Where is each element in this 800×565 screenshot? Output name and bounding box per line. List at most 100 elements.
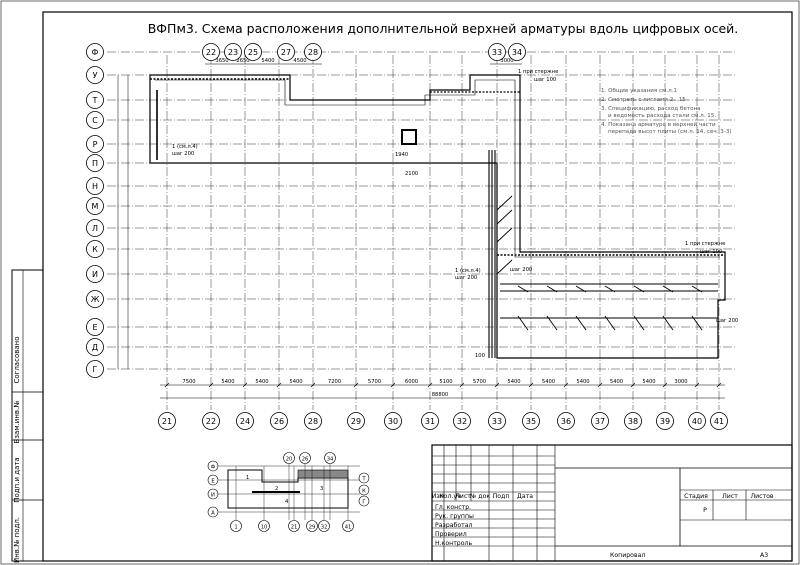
rebar-segment bbox=[691, 285, 703, 293]
drawing-title: ВФПм3. Схема расположения дополнительной… bbox=[148, 21, 739, 36]
axis-label-left: Ж bbox=[91, 295, 100, 304]
axis-bubble-top bbox=[508, 43, 526, 61]
axis-bubble-bottom bbox=[158, 412, 176, 430]
title-block-role: Н.контроль bbox=[435, 540, 472, 547]
keyplan-label: Е bbox=[211, 479, 214, 485]
sidebar-frame bbox=[11, 269, 44, 562]
axis-bubble-left bbox=[86, 360, 104, 378]
axis-bubble-left bbox=[86, 91, 104, 109]
keyplan-bubble bbox=[207, 506, 219, 518]
axis-bubble-bottom bbox=[202, 412, 220, 430]
copy-label: Копировал bbox=[610, 552, 645, 559]
axis-label-bottom: 35 bbox=[526, 417, 536, 426]
keyplan-label: А bbox=[211, 511, 215, 517]
callout-text: 1 (см.л.4) bbox=[455, 268, 481, 274]
top-dimension-text: 4500 bbox=[293, 58, 306, 64]
rebar-segment bbox=[496, 227, 513, 243]
callout-text: шаг 100 bbox=[534, 77, 556, 83]
bottom-dimension-text: 7500 bbox=[182, 379, 195, 385]
dimension-tick bbox=[630, 382, 636, 388]
axis-bubble-top bbox=[244, 43, 262, 61]
keyplan-region: 4 bbox=[285, 499, 289, 505]
axis-bubble-bottom bbox=[384, 412, 402, 430]
axis-label-bottom: 22 bbox=[206, 417, 216, 426]
keyplan-region: 2 bbox=[275, 486, 278, 492]
bottom-dimension-text: 5400 bbox=[289, 379, 302, 385]
dimension-tick bbox=[353, 382, 359, 388]
column-opening bbox=[401, 129, 417, 145]
axis-label-left: С bbox=[92, 116, 98, 125]
bottom-dimension-text: 5400 bbox=[576, 379, 589, 385]
axis-bubble-top bbox=[304, 43, 322, 61]
keyplan-region: 3 bbox=[320, 486, 323, 492]
axis-label-left: Н bbox=[92, 182, 98, 191]
axis-bubble-left bbox=[86, 66, 104, 84]
note-line: 3. Спецификацию, расход бетона bbox=[601, 106, 701, 112]
axis-label-bottom: 21 bbox=[162, 417, 172, 426]
keyplan-label: Ф bbox=[211, 465, 216, 471]
axis-label-left: Л bbox=[92, 224, 98, 233]
title-block-head: Подп bbox=[493, 493, 510, 500]
bottom-dimension-text: 5700 bbox=[473, 379, 486, 385]
keyplan-label: И bbox=[211, 493, 215, 499]
top-dimension-text: 5400 bbox=[261, 58, 274, 64]
axis-label-left: К bbox=[92, 245, 98, 254]
dimension-tick bbox=[494, 382, 500, 388]
slab-outline bbox=[149, 74, 726, 359]
format-label: А3 bbox=[760, 552, 768, 559]
axis-bubble-bottom bbox=[488, 412, 506, 430]
rebar-segment bbox=[496, 209, 513, 225]
dimension-tick bbox=[276, 382, 282, 388]
top-dimension-text: 2650 bbox=[236, 58, 249, 64]
rebar-segment bbox=[662, 315, 674, 331]
dimension-tick bbox=[662, 382, 668, 388]
keyplan-label: 34 bbox=[327, 457, 334, 463]
rebar-segment bbox=[496, 259, 513, 275]
rebar-segment bbox=[604, 315, 616, 331]
callout-text: шаг 100 bbox=[700, 249, 722, 255]
dimension-tick bbox=[459, 382, 465, 388]
keyplan-bubble bbox=[299, 452, 311, 464]
dimension-tick bbox=[242, 382, 248, 388]
axis-bubble-bottom bbox=[453, 412, 471, 430]
title-block-head: Кол.уч bbox=[439, 493, 461, 500]
keyplan-label: Т bbox=[361, 477, 366, 483]
rebar-segment bbox=[517, 285, 529, 293]
rebar-segment bbox=[546, 315, 558, 331]
keyplan-label: 26 bbox=[302, 457, 309, 463]
axis-label-bottom: 33 bbox=[492, 417, 502, 426]
dimension-tick bbox=[528, 382, 534, 388]
dimension-tick bbox=[310, 382, 316, 388]
rebar-segment bbox=[575, 315, 587, 331]
keyplan-bubble bbox=[358, 495, 370, 507]
note-line: 4. Показана арматура в верхней части bbox=[601, 121, 716, 128]
keyplan-bubble bbox=[358, 472, 370, 484]
axis-bubble-left bbox=[86, 338, 104, 356]
keyplan-bubble bbox=[258, 520, 270, 532]
axis-label-bottom: 26 bbox=[274, 417, 284, 426]
keyplan-label: 29 bbox=[309, 525, 316, 531]
axis-label-top: 34 bbox=[512, 48, 522, 57]
axis-label-left: Т bbox=[92, 96, 98, 105]
title-block-head: № док bbox=[469, 493, 490, 500]
axis-bubble-top bbox=[277, 43, 295, 61]
axis-label-left: Р bbox=[93, 140, 98, 149]
callout-text: шаг 200 bbox=[455, 275, 477, 281]
dimension-tick bbox=[208, 382, 214, 388]
rebar-segment bbox=[691, 315, 703, 331]
keyplan-region: 1 bbox=[246, 475, 249, 481]
axis-bubble-bottom bbox=[656, 412, 674, 430]
bottom-dimension-text: 5400 bbox=[221, 379, 234, 385]
bottom-dimension-text: 5400 bbox=[642, 379, 655, 385]
axis-label-bottom: 37 bbox=[595, 417, 605, 426]
dimension-tick bbox=[164, 382, 170, 388]
sidebar-label: Согласовано bbox=[13, 336, 21, 383]
callout-text: шаг 200 bbox=[716, 318, 738, 324]
axis-label-left: Ф bbox=[92, 48, 99, 57]
keyplan-label: Г bbox=[362, 500, 365, 506]
keyplan-bubble bbox=[358, 484, 370, 496]
axis-bubble-top bbox=[224, 43, 242, 61]
